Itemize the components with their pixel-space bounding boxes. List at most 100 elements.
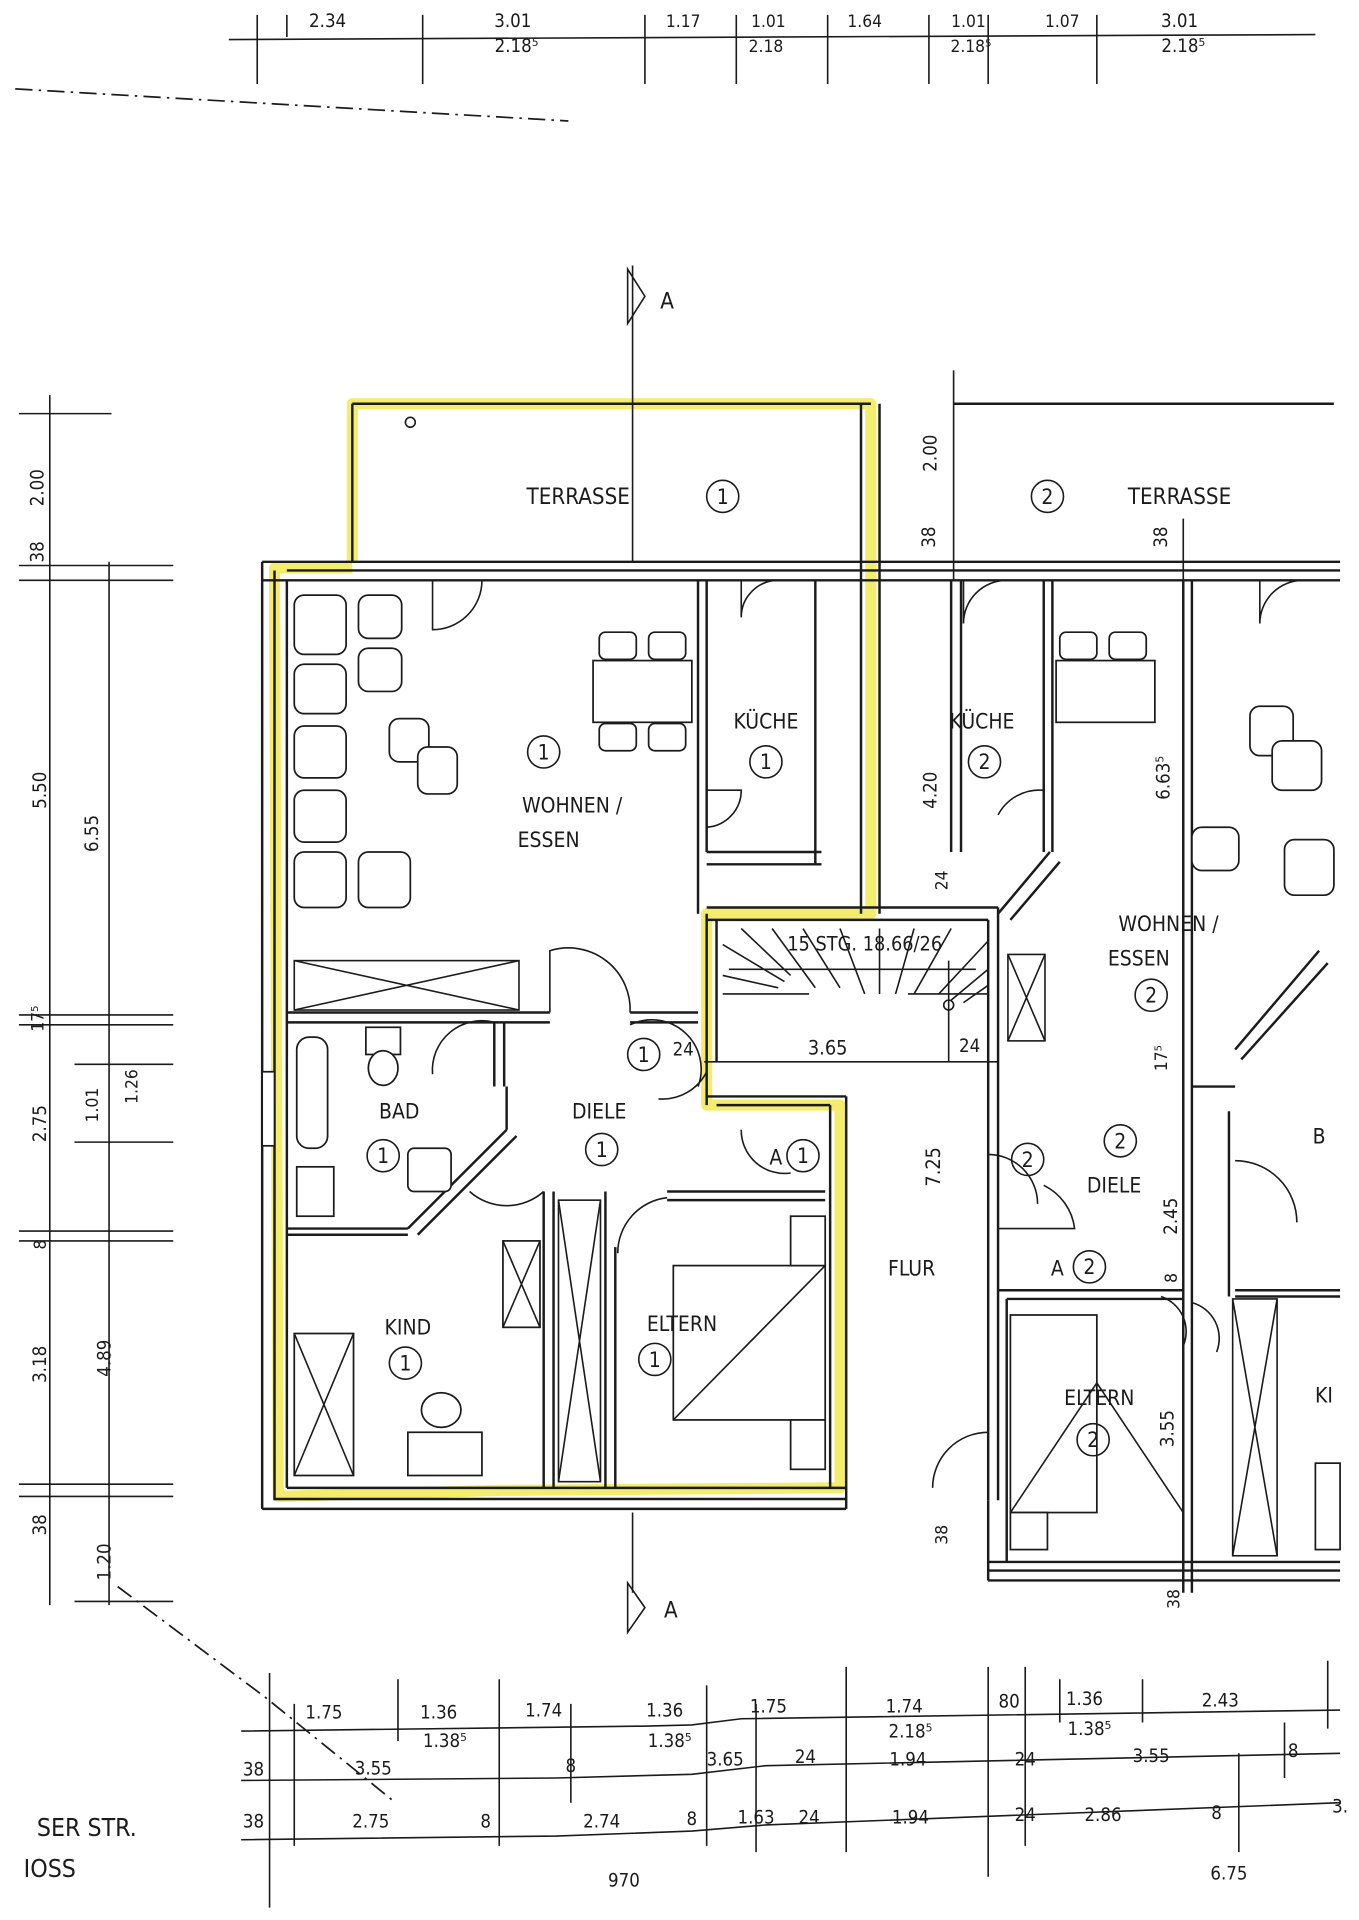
- label-dimensions-top-11: 2.18⁵: [1161, 36, 1205, 57]
- label-stair-label: 15 STG. 18.66/26: [787, 933, 942, 956]
- label-dimensions-bottom-row3-2: 8: [480, 1811, 491, 1832]
- unit-number-rooms-wohnen-1-unit: 1: [538, 740, 550, 764]
- label-dimensions-bottom-row1-9: 80: [999, 1692, 1020, 1713]
- label-dimensions-bottom-totals-1: 6.75: [1210, 1863, 1247, 1884]
- label-dimensions-left-4: 17⁵: [29, 1006, 49, 1032]
- unit-number-circle: [1134, 978, 1169, 1013]
- unit-number-rooms-eltern-2-unit: 2: [1087, 1428, 1099, 1452]
- label-dimensions-top-9: 1.07: [1045, 12, 1080, 32]
- label-dimensions-interior-9: 8: [1162, 1273, 1182, 1283]
- label-dimensions-top-10: 3.01: [1161, 11, 1198, 32]
- label-dimensions-bottom-row3-0: 38: [243, 1811, 264, 1832]
- label-dimensions-left-9: 3.18: [30, 1346, 51, 1383]
- label-dimensions-top-5: 2.18: [749, 37, 784, 57]
- unit-number-rooms-abstell-1-unit: 1: [797, 1144, 809, 1168]
- unit-number-rooms-terrasse-1-unit: 1: [717, 485, 729, 509]
- label-dimensions-interior-3: 4.20: [920, 772, 941, 809]
- label-dimensions-bottom-row1-5: 1.38⁵: [648, 1731, 692, 1752]
- unit-number-rooms-eltern-1-unit: 1: [649, 1348, 661, 1372]
- label-dimensions-top-0: 2.34: [309, 11, 346, 32]
- label-dimensions-top-2: 2.18⁵: [495, 36, 539, 57]
- label-dimensions-interior-0: 2.00: [920, 435, 941, 472]
- unit-number-rooms-kueche-2-unit: 2: [978, 750, 990, 774]
- label-dimensions-bottom-row3-8: 24: [1015, 1805, 1036, 1826]
- unit-number-circle: [1072, 1249, 1107, 1284]
- label-dimensions-left-1: 38: [28, 541, 49, 562]
- unit-number-rooms-terrasse-2-unit: 2: [1041, 485, 1053, 509]
- unit-number-circle: [749, 744, 783, 779]
- terrace-2: [952, 370, 1334, 581]
- label-dimensions-bottom-row1-0: 1.75: [305, 1703, 342, 1724]
- label-dimensions-left-6: 1.01: [83, 1088, 103, 1123]
- label-dimensions-bottom-row1-3: 1.74: [525, 1700, 562, 1721]
- unit-number-circle: [1030, 479, 1065, 514]
- label-stair-wall: 24: [959, 1036, 980, 1057]
- label-dimensions-bottom-row3-3: 2.74: [583, 1811, 620, 1832]
- label-rooms-abstell-1-name: A: [769, 1145, 782, 1169]
- unit-number-rooms-kueche-1-unit: 1: [760, 750, 772, 774]
- label-dimensions-left-10: 4.89: [94, 1340, 115, 1377]
- label-dimensions-bottom-row3-4: 8: [687, 1809, 698, 1830]
- label-dimensions-interior-11: 38: [932, 1525, 952, 1545]
- unit-number-circle: [1076, 1422, 1110, 1457]
- walls: [260, 403, 1341, 1593]
- label-dimensions-bottom-row2-4: 24: [795, 1747, 816, 1768]
- label-rooms-kind-1-name: KIND: [385, 1316, 432, 1340]
- label-stair-width: 3.65: [808, 1036, 848, 1059]
- label-dimensions-bottom-row2-2: 8: [566, 1756, 577, 1777]
- label-dimensions-bottom-row2-7: 3.55: [1133, 1746, 1170, 1767]
- label-stair-wall-left: 24: [673, 1040, 694, 1061]
- label-dimensions-bottom-row1-11: 1.38⁵: [1068, 1719, 1112, 1740]
- label-dimensions-left-3: 6.55: [82, 815, 103, 852]
- label-dimensions-interior-8: 2.45: [1161, 1198, 1182, 1235]
- unit-number-rooms-abstell-2-unit: 2: [1083, 1255, 1095, 1279]
- unit-number-circle: [584, 1132, 619, 1167]
- label-dimensions-bottom-row3-6: 24: [799, 1808, 820, 1829]
- unit-number-circle: [705, 479, 740, 514]
- label-rooms-bad-1-name: BAD: [379, 1100, 419, 1124]
- unit-number-rooms-diele-2-door-unit: 2: [1022, 1148, 1034, 1172]
- terrace-1: [351, 402, 871, 562]
- label-dimensions-bottom-row1-12: 2.43: [1202, 1690, 1239, 1711]
- label-dimensions-bottom-row2-1: 3.55: [355, 1758, 392, 1779]
- unit-number-circle: [1010, 1142, 1045, 1177]
- staircase: [722, 927, 989, 1062]
- label-dimensions-interior-7: 7.25: [922, 1147, 945, 1187]
- label-rooms-wohnen-2-name-line2: ESSEN: [1108, 947, 1170, 971]
- unit-number-circle: [637, 1342, 672, 1377]
- unit-number-circle: [786, 1138, 820, 1173]
- top-dimension-chain: [15, 14, 1316, 122]
- label-rooms-bad-2-partial-name: B: [1313, 1124, 1326, 1148]
- label-rooms-eltern-1-name: ELTERN: [647, 1312, 717, 1336]
- unit-number-circle: [967, 744, 1002, 779]
- label-dimensions-bottom-row2-5: 1.94: [889, 1750, 926, 1771]
- label-dimensions-bottom-row1-6: 1.75: [750, 1697, 787, 1718]
- label-dimensions-interior-12: 38: [1165, 1589, 1185, 1609]
- label-dimensions-bottom-row2-8: 8: [1288, 1741, 1299, 1762]
- unit-number-rooms-wohnen-2-unit: 2: [1145, 984, 1157, 1008]
- furniture: [293, 594, 1341, 1551]
- label-dimensions-interior-6: 17⁵: [1152, 1045, 1172, 1071]
- label-dimensions-top-7: 1.01: [951, 12, 986, 32]
- label-dimensions-bottom-row1-4: 1.36: [646, 1700, 683, 1721]
- label-dimensions-left-11: 38: [30, 1514, 51, 1535]
- label-dimensions-bottom-row3-7: 1.94: [892, 1808, 929, 1829]
- label-dimensions-left-2: 5.50: [30, 772, 51, 809]
- label-dimensions-bottom-row3-5: 1.63: [738, 1808, 775, 1829]
- unit-number-rooms-bad-1-unit: 1: [377, 1144, 389, 1168]
- label-rooms-wohnen-1-name-line1: WOHNEN /: [522, 793, 623, 817]
- label-dimensions-bottom-row2-6: 24: [1015, 1750, 1036, 1771]
- section-line-a: [626, 265, 646, 1635]
- unit-number-rooms-diele-2-unit: 2: [1114, 1129, 1126, 1153]
- unit-number-circle: [526, 735, 561, 769]
- label-rooms-kueche-1-name: KÜCHE: [733, 708, 798, 733]
- label-rooms-wohnen-2-name-line1: WOHNEN /: [1118, 912, 1219, 936]
- label-dimensions-interior-1: 38: [919, 527, 940, 548]
- label-dimensions-top-3: 1.17: [666, 12, 701, 32]
- unit-number-circle: [366, 1138, 401, 1173]
- label-dimensions-bottom-row1-2: 1.38⁵: [423, 1731, 467, 1752]
- unit-number-circle: [1103, 1124, 1138, 1158]
- label-dimensions-bottom-row3-11: 3.: [1332, 1797, 1348, 1818]
